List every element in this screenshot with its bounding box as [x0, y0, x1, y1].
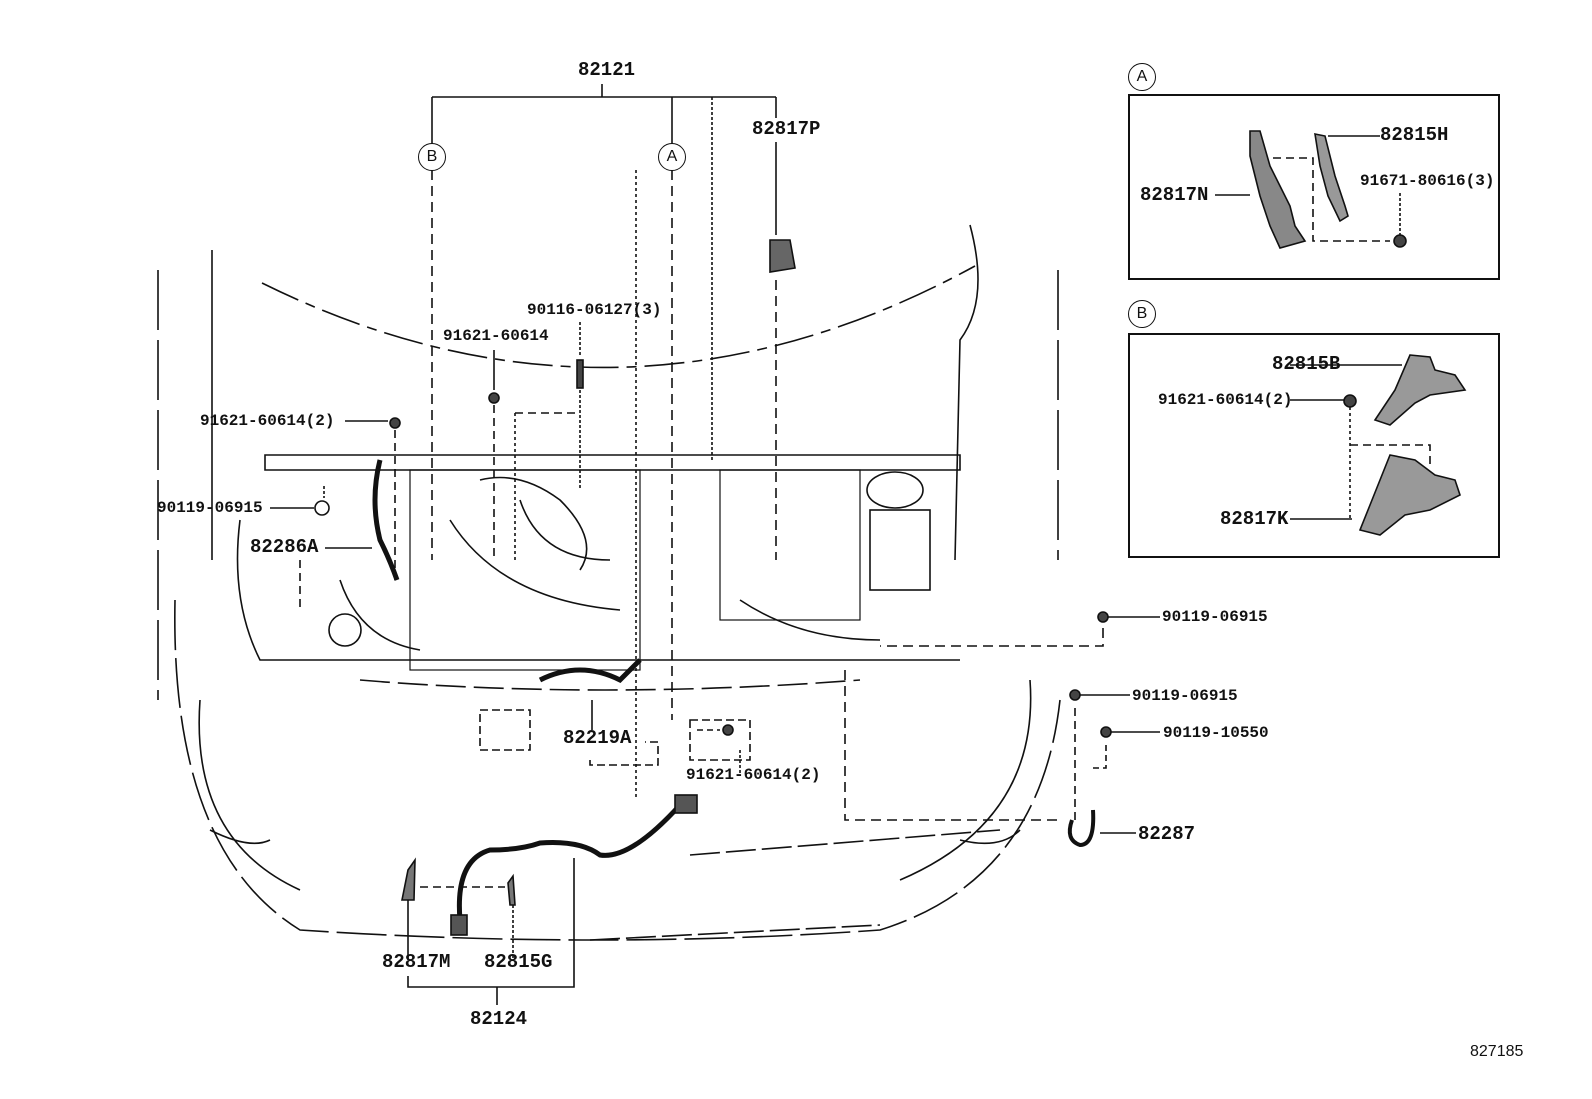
callout-b-inset: B — [1128, 300, 1156, 328]
inset-a-panel: 82815H 82817N 91671-80616(3) — [1128, 94, 1500, 280]
callout-b-main[interactable]: B — [418, 143, 446, 171]
label-91621-60614-top[interactable]: 91621-60614 — [443, 327, 549, 345]
label-91621-60614-inset[interactable]: 91621-60614(2) — [1158, 391, 1293, 409]
label-82815g[interactable]: 82815G — [484, 951, 553, 973]
label-82121[interactable]: 82121 — [578, 59, 636, 81]
hood-outline — [261, 265, 976, 369]
callout-a-inset: A — [1128, 63, 1156, 91]
label-90119-06915-right-2[interactable]: 90119-06915 — [1132, 687, 1238, 705]
label-91671-80616[interactable]: 91671-80616(3) — [1360, 172, 1495, 190]
label-91621-60614-bottom[interactable]: 91621-60614(2) — [686, 766, 821, 784]
figure-code: 827185 — [1470, 1043, 1524, 1060]
inset-a-linework — [1215, 130, 1407, 249]
label-82219a[interactable]: 82219A — [563, 727, 632, 749]
label-91621-60614-left[interactable]: 91621-60614(2) — [200, 412, 335, 430]
label-82124[interactable]: 82124 — [470, 1008, 528, 1030]
inset-b-panel: 82815B 91621-60614(2) 82817K — [1128, 333, 1500, 558]
label-82817p[interactable]: 82817P — [752, 118, 821, 140]
label-82815b[interactable]: 82815B — [1272, 353, 1341, 375]
label-90116-06127[interactable]: 90116-06127(3) — [527, 301, 662, 319]
label-82817k[interactable]: 82817K — [1220, 508, 1289, 530]
label-90119-06915-left[interactable]: 90119-06915 — [157, 499, 263, 517]
label-82286a[interactable]: 82286A — [250, 536, 319, 558]
label-90119-06915-right-1[interactable]: 90119-06915 — [1162, 608, 1268, 626]
label-90119-10550[interactable]: 90119-10550 — [1163, 724, 1269, 742]
label-82817n[interactable]: 82817N — [1140, 184, 1209, 206]
label-82817m[interactable]: 82817M — [382, 951, 451, 973]
label-82815h[interactable]: 82815H — [1380, 124, 1449, 146]
inset-b-linework — [1290, 354, 1467, 536]
label-82287[interactable]: 82287 — [1138, 823, 1196, 845]
callout-a-main[interactable]: A — [658, 143, 686, 171]
